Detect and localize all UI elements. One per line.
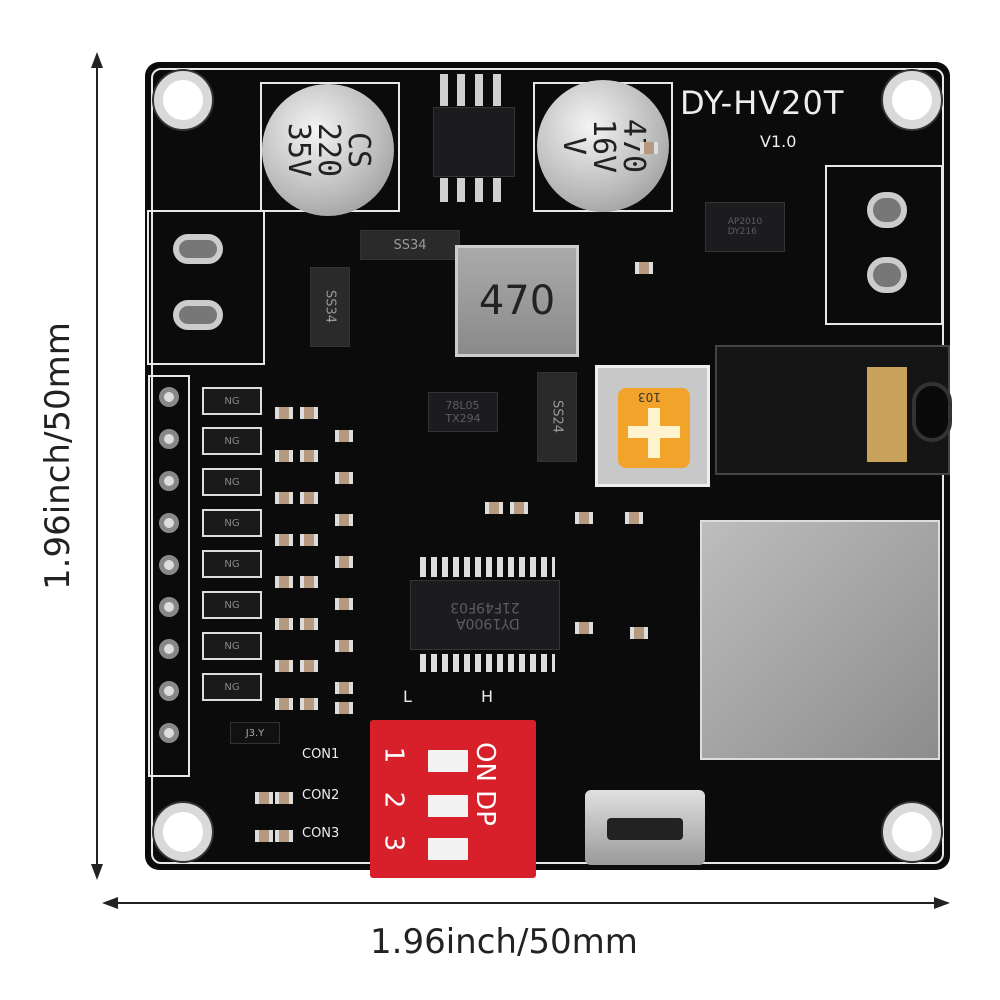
left-terminal-block	[147, 210, 265, 365]
top-ic-chip	[433, 107, 515, 177]
micro-usb-port[interactable]	[585, 790, 705, 865]
diode-ss34-vertical: SS34	[310, 267, 350, 347]
dip-label-3: 3	[378, 834, 409, 852]
width-dimension-label: 1.96inch/50mm	[370, 922, 638, 962]
pin-header	[148, 375, 190, 777]
con3-label: CON3	[302, 826, 340, 841]
transistor: NG	[202, 509, 262, 537]
diode-ss34-horizontal: SS34	[360, 230, 460, 260]
dip-switch[interactable]: ON DP 1 2 3	[370, 720, 536, 878]
transistor: NG	[202, 673, 262, 701]
board-model-label: DY-HV20T	[680, 84, 845, 122]
dip-on-label: ON DP	[470, 742, 500, 826]
potentiometer[interactable]: 103	[595, 365, 710, 487]
jumper-j3y[interactable]: J3.Y	[230, 722, 280, 744]
high-label: H	[481, 687, 494, 706]
height-dimension-label: 1.96inch/50mm	[38, 322, 78, 590]
dip-toggle-1[interactable]	[428, 750, 468, 772]
pot-value-label: 103	[638, 390, 661, 404]
transistor: NG	[202, 591, 262, 619]
board-version-label: V1.0	[760, 132, 797, 151]
right-terminal-block	[825, 165, 943, 325]
mounting-hole	[883, 71, 941, 129]
dip-toggle-2[interactable]	[428, 795, 468, 817]
amplifier-chip: AP2010 DY216	[705, 202, 785, 252]
con2-label: CON2	[302, 788, 340, 803]
mounting-hole	[154, 71, 212, 129]
dip-toggle-3[interactable]	[428, 838, 468, 860]
low-label: L	[403, 687, 412, 706]
mounting-hole	[154, 803, 212, 861]
mounting-hole	[883, 803, 941, 861]
audio-jack[interactable]	[715, 345, 952, 475]
inductor-470: 470	[455, 245, 579, 357]
voltage-regulator: 78L05 TX294	[428, 392, 498, 432]
transistor: NG	[202, 468, 262, 496]
transistor: NG	[202, 550, 262, 578]
microsd-card-slot[interactable]	[700, 520, 940, 760]
dip-label-2: 2	[378, 791, 409, 809]
diode-ss24: SS24	[537, 372, 577, 462]
transistor: NG	[202, 632, 262, 660]
pcb-board: CS 220 35V 470 16V V DY-HV20T V1.0 AP201…	[145, 62, 952, 870]
dip-label-1: 1	[378, 746, 409, 764]
transistor: NG	[202, 387, 262, 415]
con1-label: CON1	[302, 747, 340, 762]
transistor: NG	[202, 427, 262, 455]
dy1900a-chip: DY1900A 21F49F03	[410, 580, 560, 650]
capacitor-220uf: CS 220 35V	[262, 84, 394, 216]
